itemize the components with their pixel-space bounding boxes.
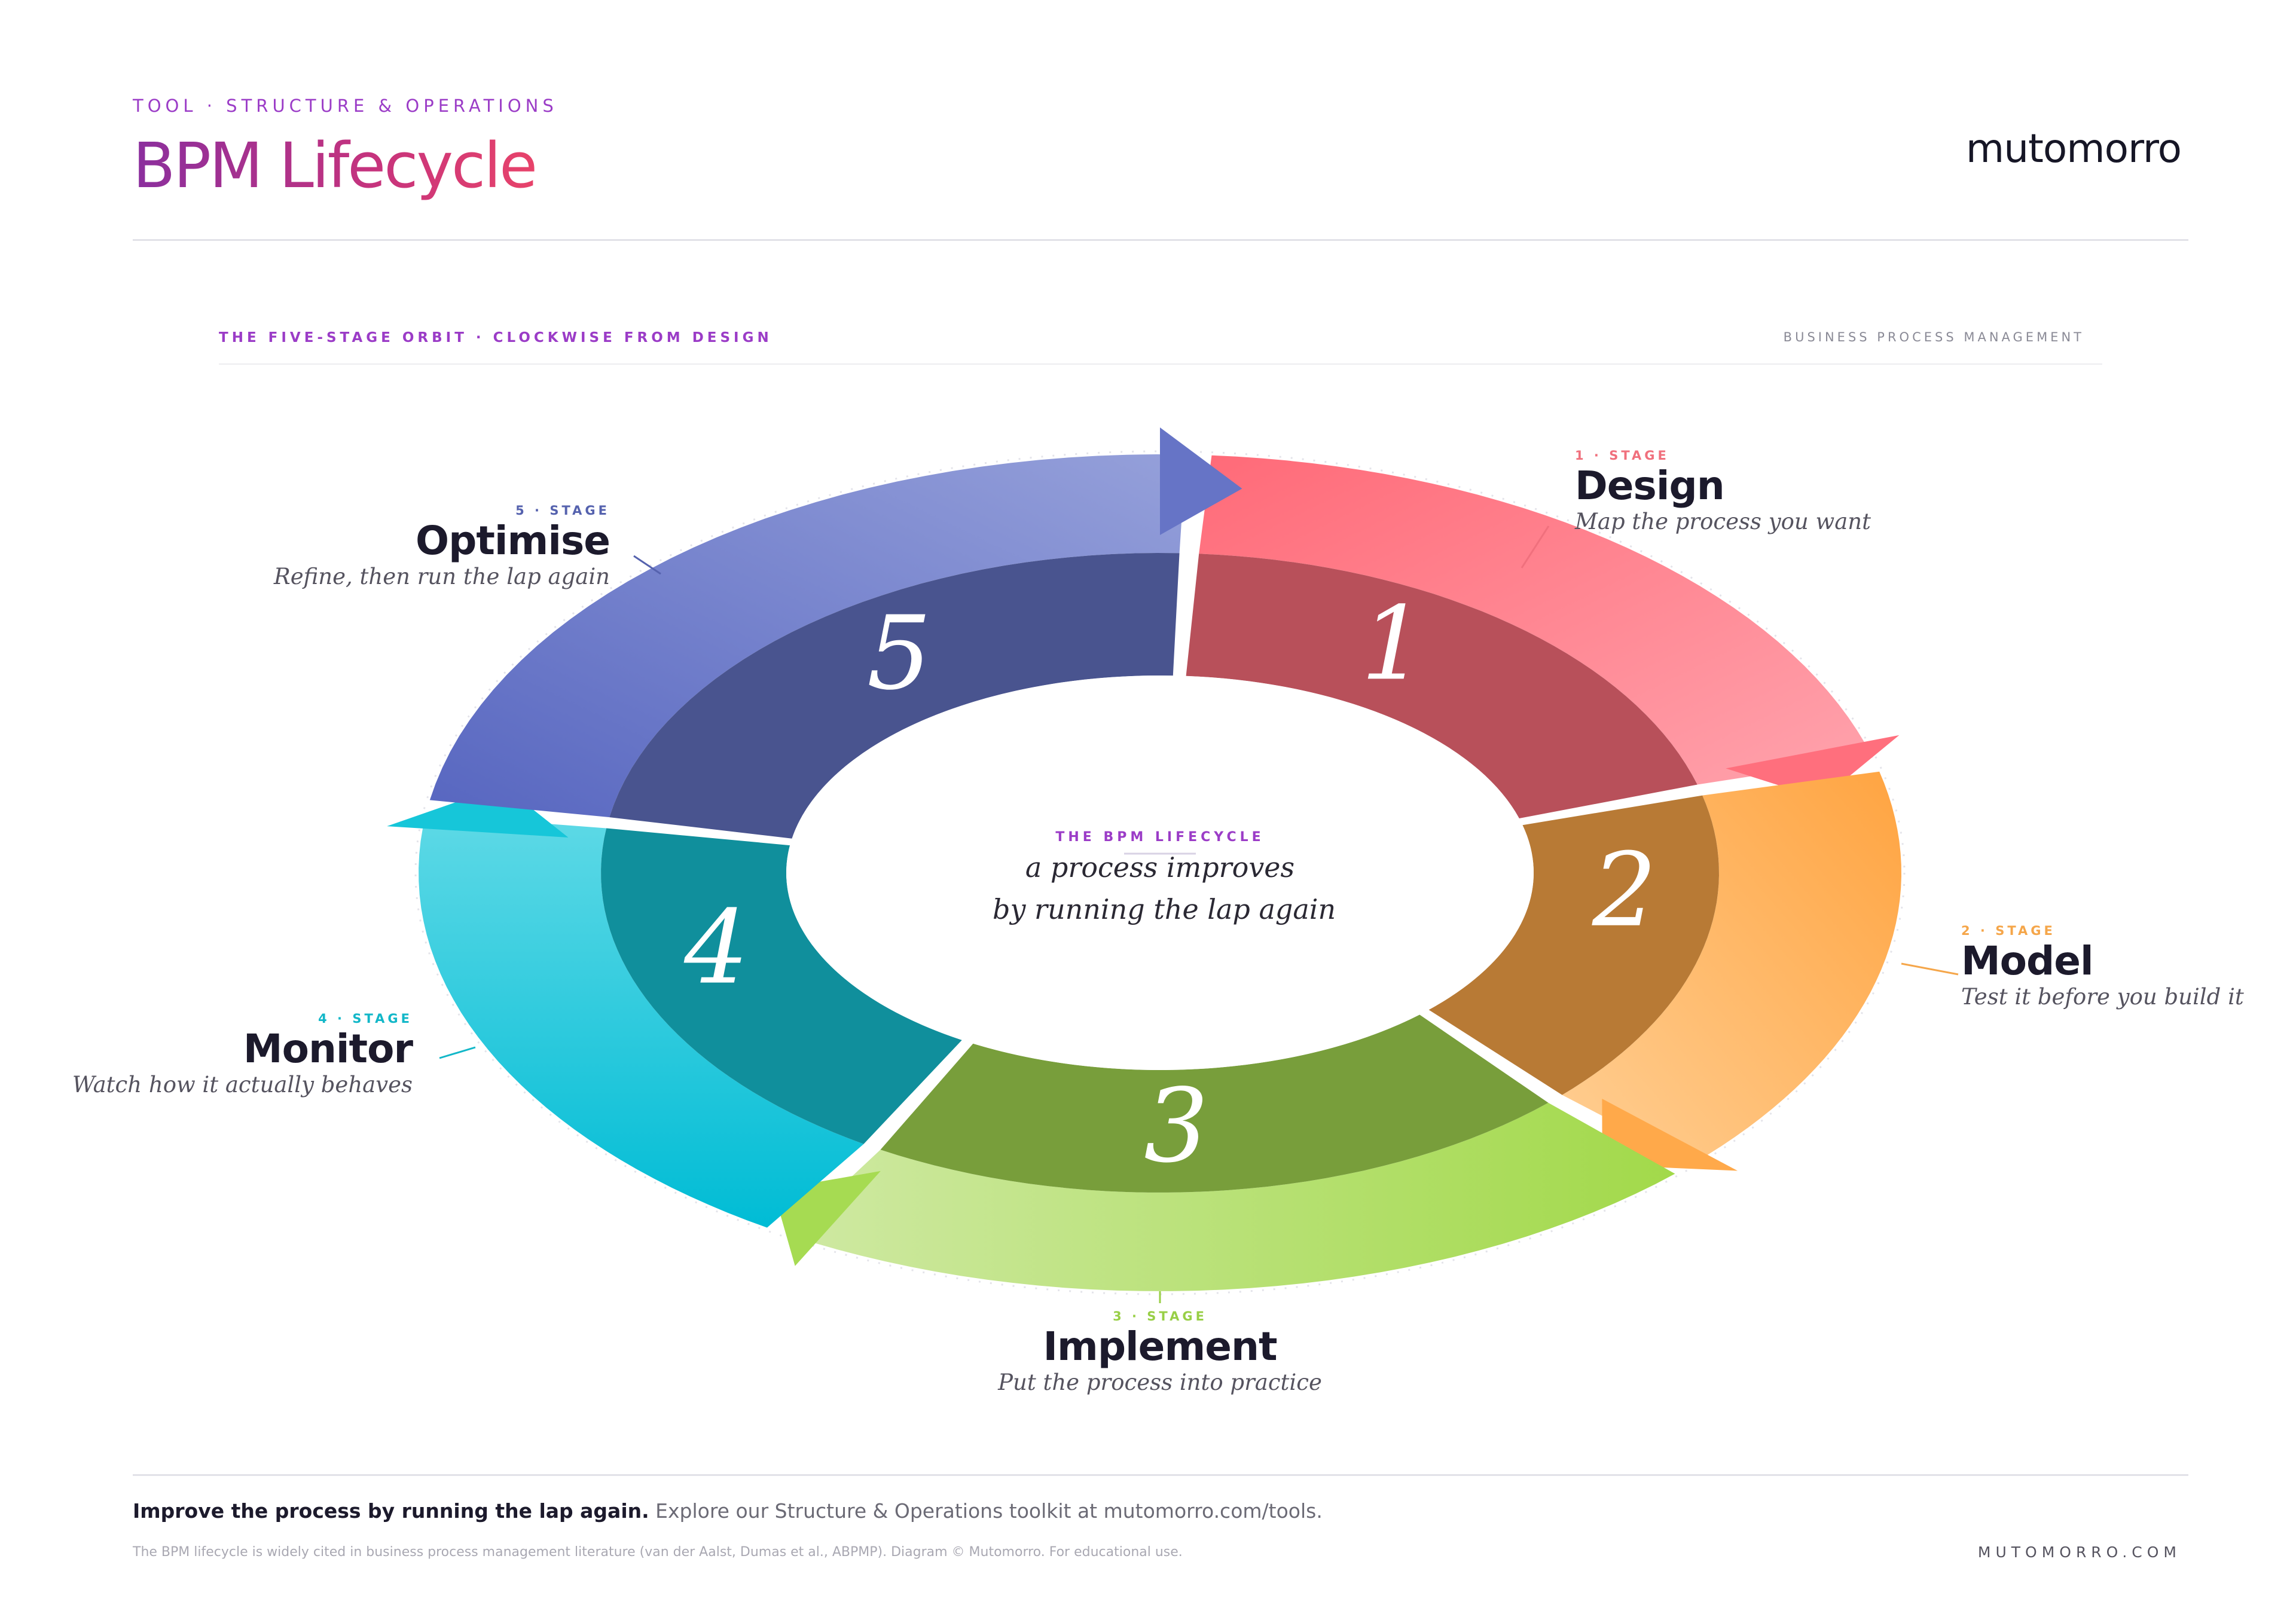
- arrow-head: [387, 785, 569, 838]
- arrow-head: [1160, 427, 1242, 535]
- stage-label-design[interactable]: 1 · STAGE Design Map the process you wan…: [1575, 448, 1871, 534]
- segment-inner-band: [609, 553, 1180, 839]
- segment-inner-band: [1428, 795, 1719, 1095]
- segment-inner-band: [601, 828, 962, 1144]
- leader-design: [1521, 525, 1550, 568]
- stage-name: Implement: [1043, 1324, 1277, 1370]
- segment-outer-band: [789, 1102, 1675, 1291]
- segment-outer-band: [429, 454, 1186, 818]
- stage-number-implement: 3: [1144, 1067, 1208, 1185]
- stage-number-monitor: 4: [683, 889, 749, 1007]
- stage-number-design: 1: [1361, 585, 1425, 703]
- hub-line-1: a process improves: [1025, 851, 1295, 884]
- stage-label-monitor[interactable]: 4 · STAGE Monitor Watch how it actually …: [54, 1011, 413, 1098]
- stage-eyebrow: 2 · STAGE: [1961, 924, 2056, 938]
- stage-desc: Refine, then run the lap again: [273, 564, 610, 589]
- section-tag: BUSINESS PROCESS MANAGEMENT: [1783, 330, 2084, 344]
- segment-model[interactable]: 2: [1428, 771, 1901, 1171]
- segment-design[interactable]: 1: [1186, 455, 1900, 818]
- hub-eyebrow: THE BPM LIFECYCLE: [1055, 830, 1265, 845]
- footer-lead: Improve the process by running the lap a…: [133, 1499, 649, 1523]
- segment-optimise[interactable]: 5: [429, 427, 1242, 839]
- stage-desc: Put the process into practice: [998, 1370, 1322, 1395]
- stage-desc: Map the process you want: [1575, 509, 1871, 534]
- footer-tagline: Improve the process by running the lap a…: [133, 1499, 1323, 1523]
- stage-eyebrow: 4 · STAGE: [318, 1011, 413, 1026]
- arrow-head: [1726, 735, 1900, 799]
- section-divider: [219, 363, 2102, 365]
- stage-name: Model: [1961, 938, 2094, 984]
- segment-outer-band: [419, 814, 864, 1228]
- stage-eyebrow: 5 · STAGE: [515, 503, 610, 518]
- segment-outer-band: [1199, 455, 1873, 785]
- stage-name: Monitor: [243, 1026, 413, 1072]
- segment-outer-band: [1562, 771, 1901, 1164]
- footer-divider: [133, 1474, 2188, 1476]
- stage-eyebrow: 3 · STAGE: [1113, 1309, 1207, 1324]
- header-divider: [133, 239, 2188, 241]
- stage-label-model[interactable]: 2 · STAGE Model Test it before you build…: [1961, 924, 2244, 1010]
- stage-number-model: 2: [1592, 832, 1657, 950]
- leader-lines: [439, 525, 1959, 1303]
- leader-monitor: [439, 1046, 476, 1059]
- footer-rest[interactable]: Explore our Structure & Operations toolk…: [649, 1499, 1323, 1523]
- stage-desc: Test it before you build it: [1961, 984, 2244, 1010]
- header-eyebrow: TOOL · STRUCTURE & OPERATIONS: [133, 96, 558, 116]
- section-title: THE FIVE-STAGE ORBIT · CLOCKWISE FROM DE…: [219, 330, 773, 346]
- stage-desc: Watch how it actually behaves: [72, 1072, 413, 1098]
- leader-optimise: [633, 555, 661, 575]
- hub-line-2: by running the lap again: [993, 893, 1336, 925]
- stage-number-optimise: 5: [867, 594, 932, 713]
- brand-logo[interactable]: mutomorro: [1965, 126, 2182, 172]
- segment-inner-band: [1186, 554, 1697, 818]
- page-title: BPM Lifecycle: [133, 129, 538, 202]
- hub: [786, 676, 1534, 1070]
- footer-domain[interactable]: MUTOMORRO.COM: [1977, 1543, 2181, 1561]
- leader-model: [1901, 962, 1959, 976]
- stage-label-optimise[interactable]: 5 · STAGE Optimise Refine, then run the …: [251, 503, 610, 589]
- ring-segments: 1 2 3 4 5: [387, 427, 1901, 1291]
- stage-label-implement[interactable]: 3 · STAGE Implement Put the process into…: [921, 1309, 1399, 1395]
- stage-name: Design: [1575, 463, 1725, 509]
- stage-eyebrow: 1 · STAGE: [1575, 448, 1669, 463]
- segment-monitor[interactable]: 4: [387, 785, 962, 1228]
- segment-inner-band: [880, 1014, 1549, 1193]
- footer-note: The BPM lifecycle is widely cited in bus…: [133, 1545, 1183, 1560]
- stage-name: Optimise: [416, 518, 610, 564]
